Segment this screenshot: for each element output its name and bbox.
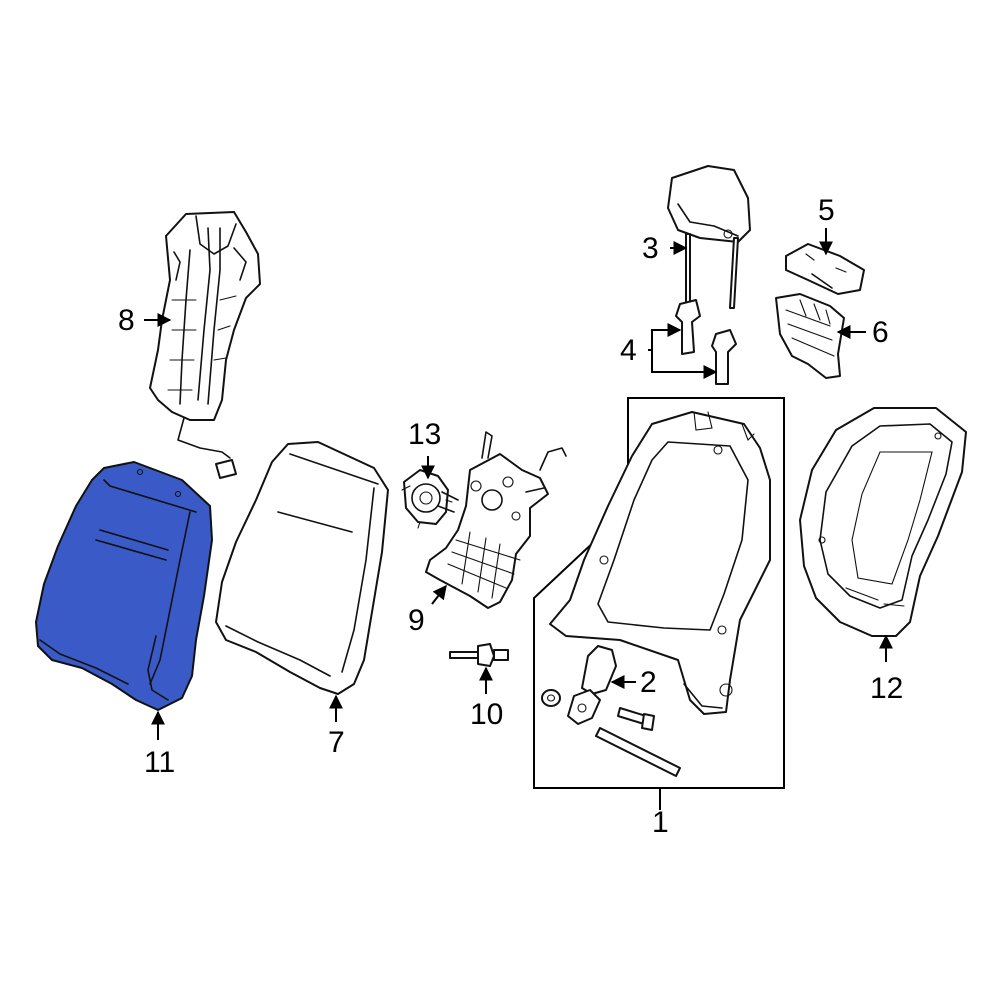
callout-4: 4 bbox=[620, 334, 637, 367]
cross-rod[interactable] bbox=[595, 727, 681, 777]
callout-7: 7 bbox=[328, 726, 345, 759]
part-4-headrest-guide-right[interactable] bbox=[711, 329, 737, 385]
part-12-rear-panel[interactable] bbox=[799, 407, 967, 637]
washer[interactable] bbox=[541, 689, 561, 707]
callout-12: 12 bbox=[870, 672, 903, 705]
callout-8: 8 bbox=[118, 304, 135, 337]
part-6-trim-bracket[interactable] bbox=[775, 293, 845, 379]
part-3-headrest[interactable] bbox=[667, 165, 751, 311]
part-1-seat-back-frame[interactable] bbox=[549, 411, 771, 715]
callout-11: 11 bbox=[144, 746, 175, 779]
callout-labels: 8 11 7 13 9 10 1 2 3 4 5 6 12 bbox=[118, 194, 903, 839]
callout-3: 3 bbox=[642, 232, 659, 265]
part-9-lumbar-support[interactable] bbox=[425, 431, 567, 609]
part-7-seat-back-pad[interactable] bbox=[215, 441, 389, 695]
part-4-headrest-guide-left[interactable] bbox=[675, 299, 701, 355]
part-2-recliner-motor[interactable] bbox=[567, 645, 617, 725]
frame-bolt[interactable] bbox=[617, 707, 655, 731]
callout-2: 2 bbox=[640, 666, 657, 699]
callout-5: 5 bbox=[818, 194, 835, 227]
part-5-bracket[interactable] bbox=[785, 243, 865, 295]
part-8-heater-mat[interactable] bbox=[149, 211, 261, 479]
part-10-bolt[interactable] bbox=[449, 643, 509, 667]
callout-9: 9 bbox=[408, 604, 425, 637]
callout-6: 6 bbox=[872, 316, 889, 349]
callout-13: 13 bbox=[408, 418, 441, 451]
leader-4b bbox=[651, 350, 718, 379]
callout-10: 10 bbox=[470, 698, 503, 731]
callout-1: 1 bbox=[652, 806, 669, 839]
leader-9 bbox=[431, 584, 447, 605]
part-11-seat-back-cover[interactable] bbox=[35, 461, 213, 711]
leader-lines bbox=[144, 228, 893, 810]
leader-4a bbox=[648, 323, 682, 351]
part-13-actuator[interactable] bbox=[401, 469, 453, 529]
